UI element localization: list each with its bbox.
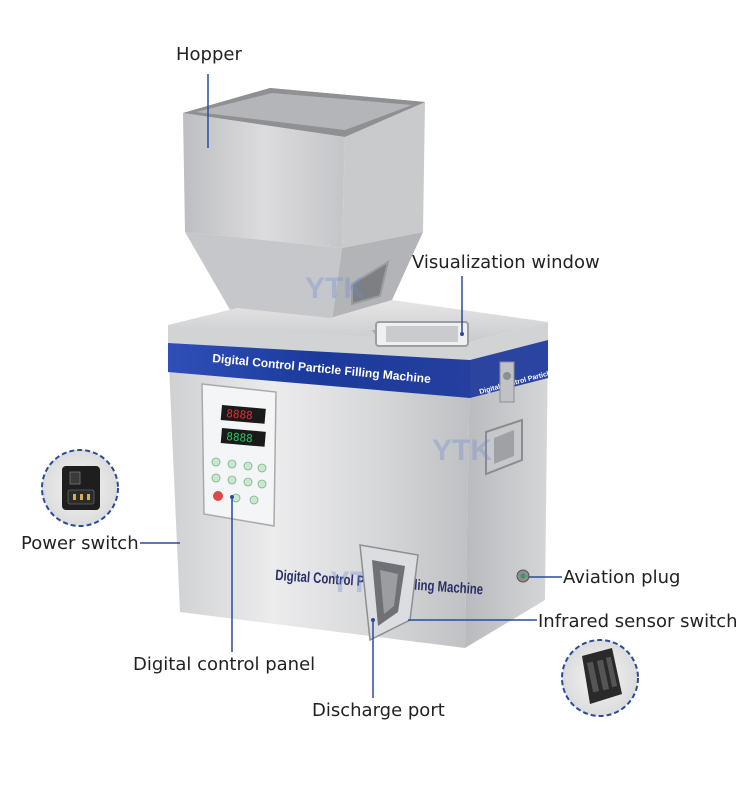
watermark-2: YTK <box>432 434 492 467</box>
label-aviation-plug: Aviation plug <box>563 567 681 588</box>
body-side <box>465 340 548 648</box>
label-discharge-port: Discharge port <box>312 700 445 721</box>
visualization-window <box>372 321 470 347</box>
svg-text:8888: 8888 <box>226 407 254 422</box>
aviation-plug <box>516 569 530 583</box>
svg-text:8888: 8888 <box>226 430 254 445</box>
label-hopper: Hopper <box>176 44 242 65</box>
power-switch-inset <box>41 449 119 527</box>
blue-band-front <box>168 343 470 398</box>
side-handle <box>485 418 523 476</box>
label-visualization-window: Visualization window <box>412 252 600 273</box>
label-infrared-sensor-switch: Infrared sensor switch <box>538 611 738 632</box>
leader-lines <box>140 74 562 698</box>
side-latch <box>499 361 515 403</box>
label-digital-control-panel: Digital control panel <box>133 654 316 675</box>
leader-dots <box>230 332 464 622</box>
infrared-sensor-inset <box>561 639 639 717</box>
control-panel: 8888 8888 <box>201 383 277 527</box>
body-top-edge <box>168 322 548 360</box>
watermark-1: YTK <box>305 272 365 305</box>
label-power-switch: Power switch <box>21 533 139 554</box>
hopper <box>183 88 425 335</box>
